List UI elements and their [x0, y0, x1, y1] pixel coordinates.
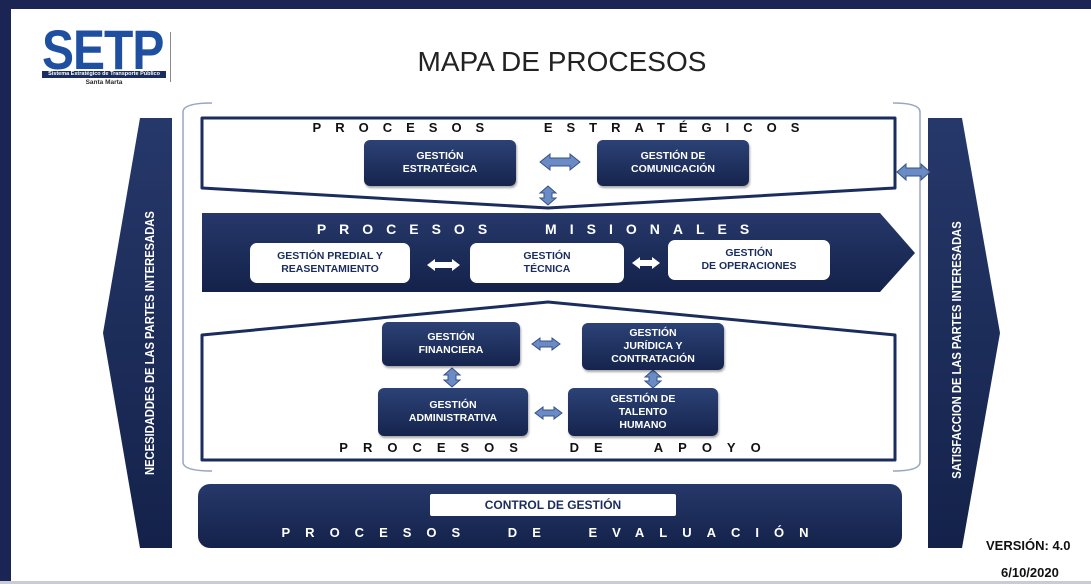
evaluation-band	[198, 484, 902, 548]
logo-divider	[170, 32, 171, 82]
support-bottom-double-arrow-icon	[534, 406, 563, 420]
process-box-gestion-predial: GESTIÓN PREDIAL Y REASENTAMIENTO	[250, 243, 410, 283]
page-title: MAPA DE PROCESOS	[417, 46, 707, 77]
support-top-double-arrow-icon	[531, 337, 561, 351]
process-box-gestion-estrategica: GESTIÓN ESTRATÉGICA	[364, 140, 516, 186]
process-box-gestion-operaciones: GESTIÓN DE OPERACIONES	[668, 240, 830, 280]
process-box-gestion-tecnica: GESTIÓN TÉCNICA	[470, 243, 624, 283]
frame-bottom	[0, 581, 1091, 584]
frame-left	[0, 0, 11, 584]
logo-wordmark: SETP	[42, 20, 164, 82]
right-arrow-label: SATISFACCION DE LAS PARTES INTERESADAS	[949, 221, 964, 479]
right-arrow-shape	[928, 118, 1000, 548]
support-left-double-arrow-icon	[442, 367, 462, 388]
missional-link-b-double-arrow-icon	[632, 257, 660, 269]
process-box-gestion-comunicacion: GESTIÓN DE COMUNICACIÓN	[597, 140, 749, 186]
strategic-title: PROCESOS ESTRATÉGICOS	[312, 120, 814, 135]
missional-link-a-double-arrow-icon	[427, 259, 460, 271]
bracket-right	[892, 102, 921, 472]
left-arrow-shape	[103, 118, 172, 548]
process-box-gestion-juridica: GESTIÓN JURÍDICA Y CONTRATACIÓN	[582, 323, 724, 370]
frame-top	[0, 0, 1091, 9]
satisfaction-link-double-arrow-icon	[896, 162, 931, 182]
date-label: 6/10/2020	[1001, 565, 1059, 580]
logo-city: Santa Marta	[85, 79, 123, 86]
evaluation-title: PROCESOS DE EVALUACIÓN	[281, 525, 824, 540]
strategic-missional-double-arrow-icon	[538, 185, 558, 206]
left-arrow-label: NECESIDADDES DE LAS PARTES INTERESADAS	[142, 211, 157, 475]
process-box-gestion-administrativa: GESTIÓN ADMINISTRATIVA	[378, 388, 528, 436]
support-frame	[200, 300, 897, 462]
process-box-control-gestion: CONTROL DE GESTIÓN	[430, 494, 676, 516]
version-label: VERSIÓN: 4.0	[986, 538, 1071, 553]
logo-subtitle: Sistema Estratégico de Transporte Públic…	[42, 71, 166, 78]
strategic-link-double-arrow-icon	[539, 152, 581, 172]
process-box-gestion-financiera: GESTIÓN FINANCIERA	[382, 322, 520, 366]
process-box-gestion-talento-humano: GESTIÓN DE TALENTO HUMANO	[568, 388, 718, 436]
missional-title: PROCESOS MISIONALES	[316, 221, 763, 237]
support-title: PROCESOS DE APOYO	[339, 440, 776, 455]
bracket-left	[182, 102, 213, 472]
